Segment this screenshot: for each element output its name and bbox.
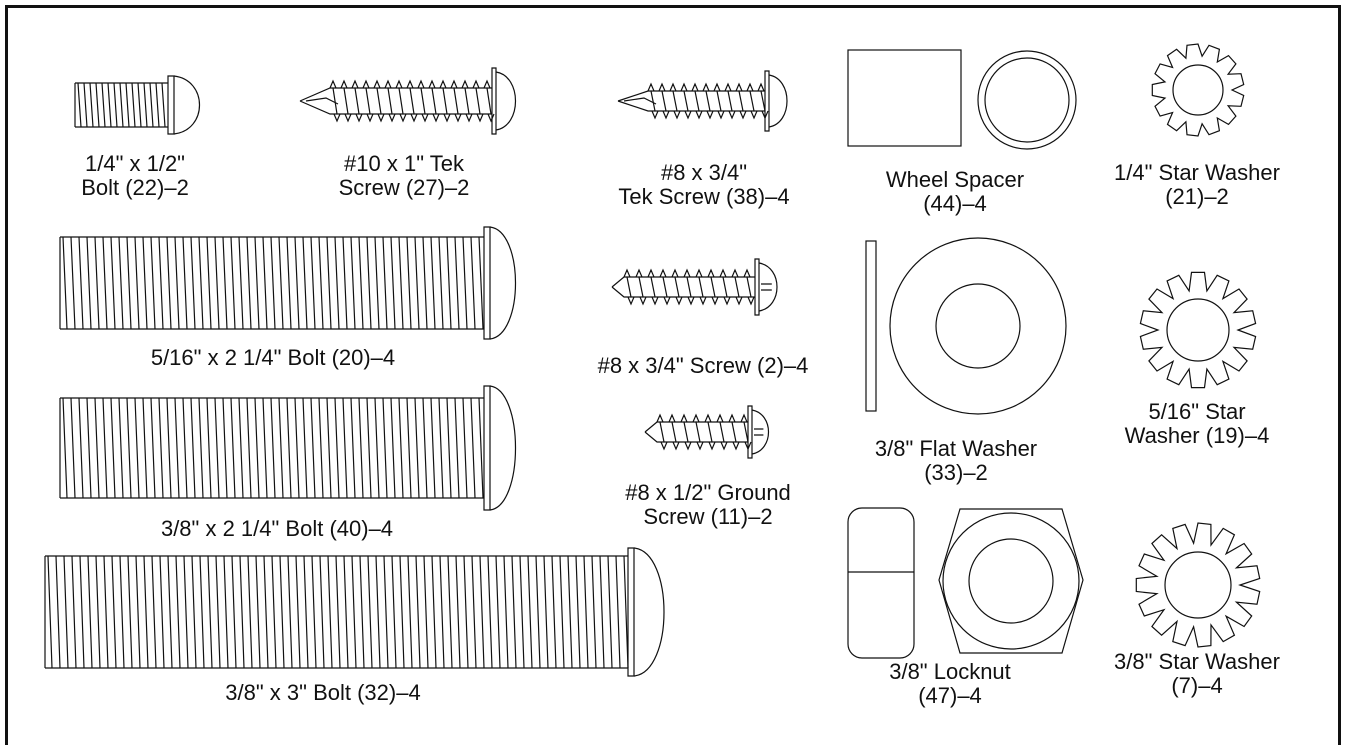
diagram-frame: [5, 5, 1341, 745]
tek-screw-38-drawing: [617, 70, 788, 132]
star-washer-7-drawing: [1135, 522, 1261, 648]
label-tek-screw-38: #8 x 3/4"Tek Screw (38)–4: [618, 160, 790, 209]
screw-2-drawing: [611, 258, 778, 316]
label-bolt-32: 3/8" x 3" Bolt (32)–4: [225, 680, 421, 705]
locknut-47-drawing: [847, 507, 1084, 659]
bolt-40-drawing: [59, 385, 517, 511]
bolt-32-drawing: [44, 547, 665, 677]
label-bolt-20: 5/16" x 2 1/4" Bolt (20)–4: [150, 345, 396, 370]
label-bolt-40: 3/8" x 2 1/4" Bolt (40)–4: [160, 516, 394, 541]
label-wheel-spacer-44: Wheel Spacer(44)–4: [885, 167, 1025, 216]
label-flat-washer-33: 3/8" Flat Washer(33)–2: [874, 436, 1038, 485]
flat-washer-33-drawing: [865, 237, 1067, 415]
label-screw-2: #8 x 3/4" Screw (2)–4: [597, 353, 809, 378]
ground-screw-11-drawing: [644, 405, 769, 459]
label-locknut-47: 3/8" Locknut(47)–4: [889, 659, 1011, 708]
bolt-22-drawing: [74, 75, 200, 135]
star-washer-19-drawing: [1139, 271, 1257, 389]
tek-screw-27-drawing: [299, 67, 516, 135]
star-washer-21-drawing: [1151, 43, 1245, 137]
label-star-washer-7: 3/8" Star Washer(7)–4: [1114, 649, 1280, 698]
bolt-20-drawing: [59, 226, 517, 340]
label-bolt-22: 1/4" x 1/2"Bolt (22)–2: [81, 151, 189, 200]
label-star-washer-21: 1/4" Star Washer(21)–2: [1114, 160, 1280, 209]
wheel-spacer-44-drawing: [847, 49, 1077, 150]
